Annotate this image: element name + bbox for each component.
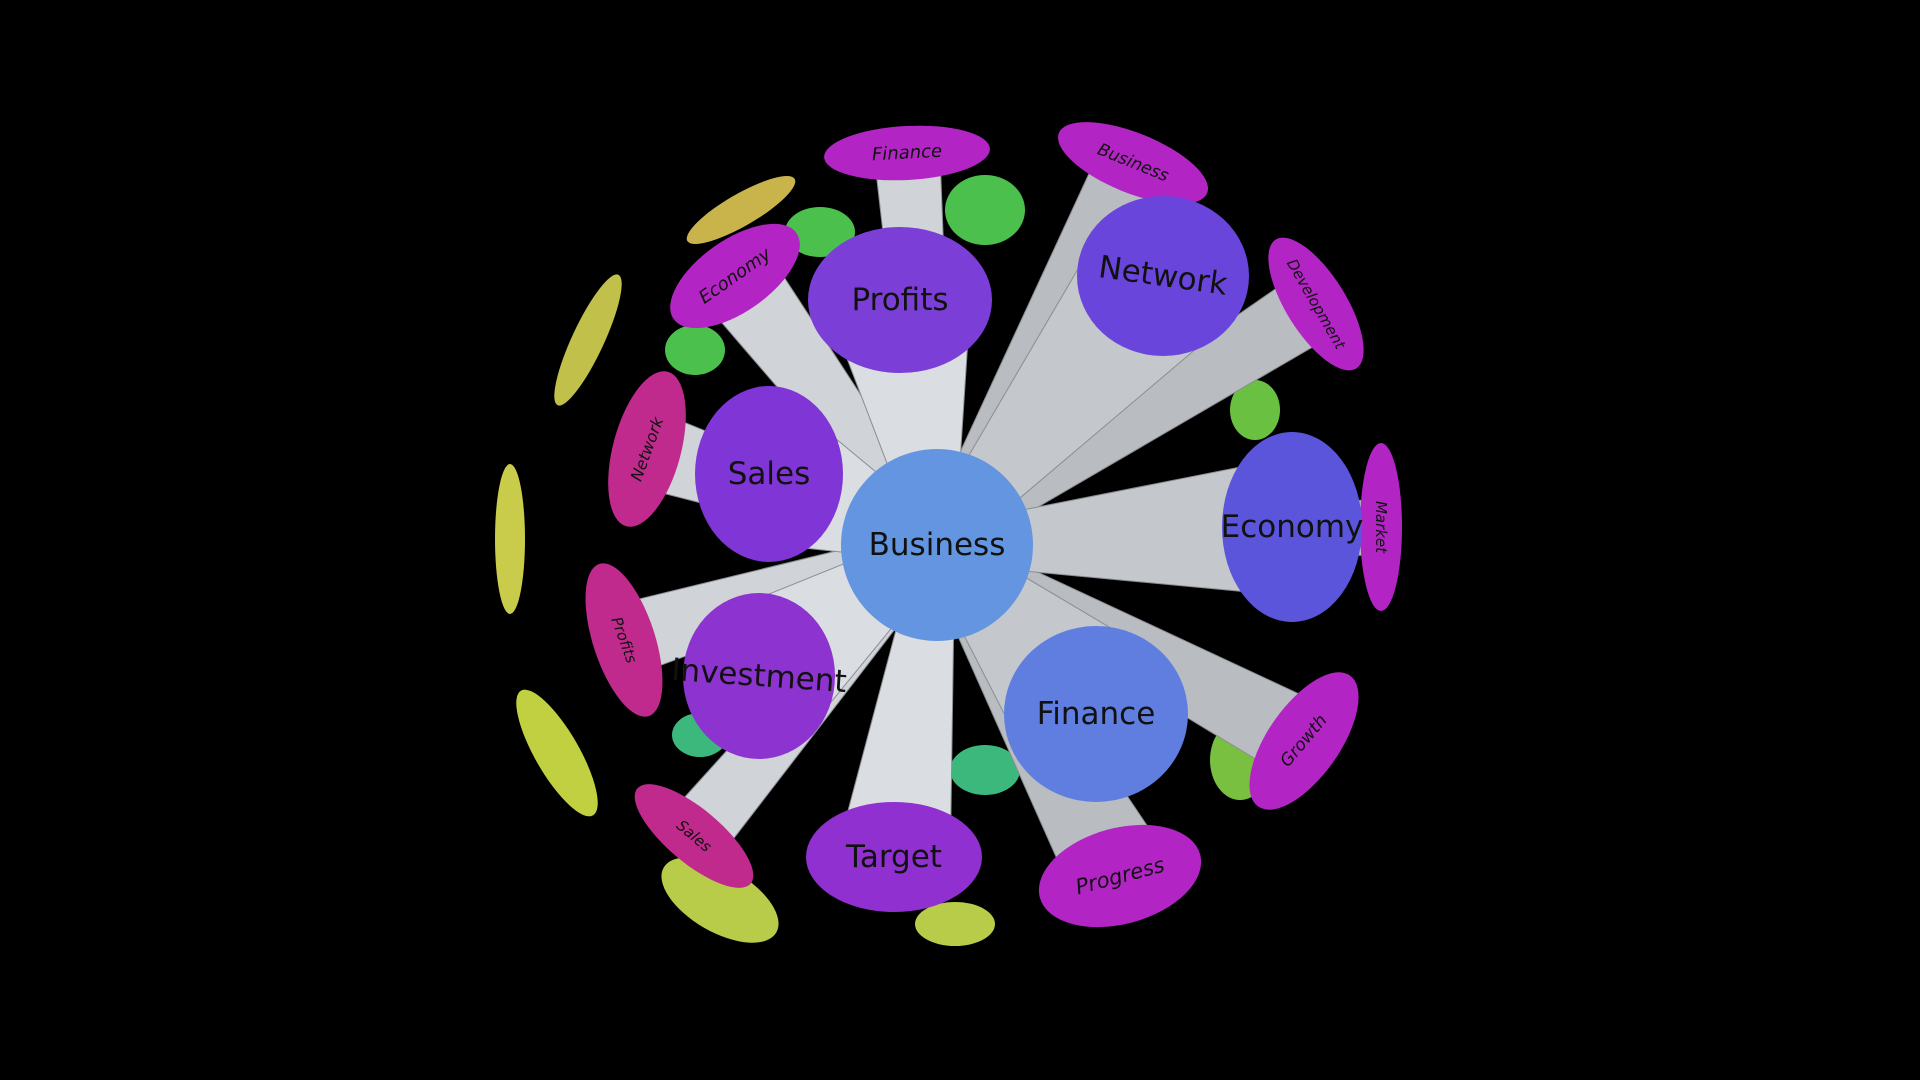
back-disc — [665, 325, 725, 375]
primary-node[interactable]: Sales — [695, 386, 843, 562]
rim-disc — [516, 689, 598, 817]
node-label: Target — [845, 839, 942, 875]
disc-shape — [808, 227, 992, 373]
secondary-node[interactable]: Progress — [1027, 808, 1212, 944]
node-label: Economy — [1221, 509, 1364, 545]
disc-shape — [841, 449, 1033, 641]
node-label: Finance — [1037, 696, 1156, 732]
node-label: Business — [869, 527, 1006, 563]
disc-shape — [695, 386, 843, 562]
disc-shape — [634, 784, 754, 888]
rim-disc — [661, 857, 779, 943]
disc-shape — [806, 802, 982, 912]
center-node[interactable]: Business — [841, 449, 1033, 641]
secondary-node[interactable]: Economy — [653, 203, 817, 348]
disc-shape — [1057, 122, 1209, 204]
back-disc — [945, 175, 1025, 245]
disc-shape — [608, 371, 686, 527]
disc-shape — [585, 563, 663, 717]
secondary-node[interactable]: Network — [593, 363, 700, 535]
back-rims — [495, 175, 1280, 946]
secondary-node[interactable]: Business — [1048, 105, 1219, 221]
disc-shape — [1360, 443, 1402, 611]
primary-node[interactable]: Profits — [808, 227, 992, 373]
primary-node[interactable]: Investment — [670, 593, 848, 759]
disc-shape — [670, 223, 800, 329]
secondary-node[interactable]: Market — [1360, 443, 1402, 611]
disc-shape — [824, 125, 990, 181]
primary-node[interactable]: Network — [1077, 196, 1249, 356]
back-disc — [785, 207, 855, 257]
disc-shape — [1268, 237, 1364, 371]
node-label: Sales — [728, 456, 811, 492]
node-label: Profits — [851, 282, 948, 318]
rim-disc — [686, 176, 796, 244]
primary-node[interactable]: Economy — [1221, 432, 1364, 622]
disc-shape — [1004, 626, 1188, 802]
primary-node[interactable]: Finance — [1004, 626, 1188, 802]
primary-node[interactable]: Target — [806, 802, 982, 912]
rim-disc — [915, 902, 995, 946]
disc-shape — [1249, 672, 1359, 810]
disc-shape — [1077, 196, 1249, 356]
rim-disc — [554, 274, 622, 406]
node-label: Finance — [871, 141, 942, 166]
secondary-node[interactable]: Sales — [620, 768, 768, 904]
node-label: Market — [1372, 501, 1390, 554]
disc-shape — [683, 593, 835, 759]
back-disc — [1230, 380, 1280, 440]
back-disc — [950, 745, 1020, 795]
secondary-node[interactable]: Growth — [1229, 655, 1380, 827]
secondary-node[interactable]: Profits — [570, 554, 678, 725]
disc-shape — [1222, 432, 1362, 622]
disc-shape — [1038, 824, 1202, 928]
rim-disc — [495, 464, 525, 614]
secondary-node[interactable]: Finance — [823, 122, 992, 185]
